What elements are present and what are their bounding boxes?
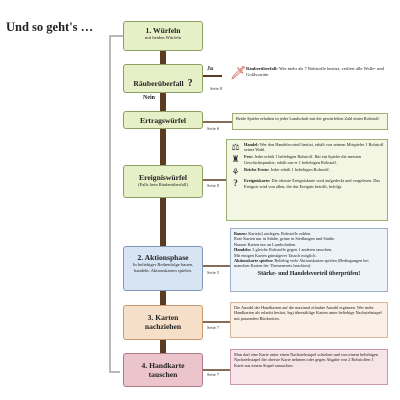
ertrag-info: Beide Spieler erhalten in jeder Landscha… <box>232 113 388 130</box>
step-title: Ertragswürfel <box>140 116 186 125</box>
loop-arrow <box>109 35 123 373</box>
aktion-line: Rote Karten nur in Städte, grüne in Sied… <box>234 236 336 242</box>
event-bold: Reiche Ernte: <box>244 166 270 172</box>
page-ref: Seite 8 <box>207 183 220 188</box>
event-bold: Fest: <box>244 154 254 160</box>
ereignis-info: ⚖ Handel: Wer den Handelsvorteil besitzt… <box>226 139 388 221</box>
event-row-ereigniskarte: ? Ereigniskarte: Die oberste Ereigniskar… <box>230 178 384 189</box>
step-karten-nachziehen: 3. Karten nachziehen <box>123 305 203 340</box>
page-ref: Seite 6 <box>207 126 220 131</box>
aktion-line: Handeln: 3 gleiche Rohstoffe gegen 1 and… <box>234 247 333 253</box>
page-ref: Seite 8 <box>210 86 223 91</box>
step-title: 2. Aktionsphase <box>137 253 189 262</box>
aktion-footer: Stärke- und Handelsvorteil überprüfen! <box>257 270 361 277</box>
step-subtitle: mit beiden Würfeln <box>145 35 181 40</box>
event-bold: Ereigniskarte: <box>244 178 271 184</box>
page-ref: Seite 7 <box>207 372 220 377</box>
aktion-info: Bauen: Karte(n) auslegen, Rohstoffe zahl… <box>230 228 388 292</box>
step-title: Räuberüberfall <box>133 79 184 88</box>
aktion-line: Braune Karten nur an Landschaften. <box>234 241 297 247</box>
event-text: Jeder erhält 1 beliebigen Rohstoff. <box>269 166 330 172</box>
info-text: Wer mehr als 7 Rohstoffe besitzt, verlie… <box>246 66 384 77</box>
no-label: Nein <box>143 95 155 101</box>
step-title: 4. Handkarte tauschen <box>141 361 185 379</box>
scale-icon: ⚖ <box>231 142 240 152</box>
wheat-icon: ⚘ <box>231 166 240 177</box>
event-row-ernte: ⚘ Reiche Ernte: Jeder erhält 1 beliebige… <box>230 167 384 177</box>
step-handkarte-tauschen: 4. Handkarte tauschen <box>123 353 203 387</box>
karten-info: Die Anzahl der Handkarten auf die maxima… <box>230 302 388 338</box>
step-title: 3. Karten nachziehen <box>144 313 182 331</box>
page-ref: Seite 5 <box>207 270 220 275</box>
aktion-line: Bauen: Karte(n) auslegen, Rohstoffe zahl… <box>234 231 312 236</box>
event-text: Jeder erhält 1 beliebigen Rohstoff. Hat … <box>244 154 361 165</box>
step-ereigniswuerfel: Ereigniswürfel (Falls kein Räuberüberfal… <box>123 165 203 198</box>
step-aktionsphase: 2. Aktionsphase In beliebiger Reihenfolg… <box>123 246 203 291</box>
event-bold: Handel: <box>244 142 259 147</box>
page-ref: Seite 7 <box>207 325 220 330</box>
step-ertragswuerfel: Ertragswürfel <box>123 111 203 129</box>
robber-icon: 🗡 <box>230 65 247 80</box>
step-title: 1. Würfeln <box>145 26 181 35</box>
step-wuerfeln: 1. Würfeln mit beiden Würfeln <box>123 21 203 51</box>
aktion-line: Mit einigen Karten günstigerer Tausch mö… <box>234 252 317 258</box>
tower-icon: ♜ <box>231 154 240 165</box>
event-row-handel: ⚖ Handel: Wer den Handelsvorteil besitzt… <box>230 142 384 153</box>
tauschen-info: Man darf eine Karte unter einen Nachzieh… <box>230 349 388 385</box>
step-raeuberueberfall: Räuberüberfall ? <box>123 64 203 93</box>
page-title: Und so geht's … <box>6 20 94 34</box>
question-mark: ? <box>187 78 193 89</box>
info-bold: Räuberüberfall: <box>246 66 278 71</box>
step-title: Ereigniswürfel <box>139 173 187 182</box>
question-icon: ? <box>233 178 238 189</box>
step-subtitle: In beliebiger Reihenfolge bauen, handeln… <box>132 262 194 273</box>
yes-label: Ja <box>207 66 213 72</box>
aktion-line: Aktionskarte spielen: Beliebig viele Akt… <box>234 258 369 269</box>
event-text: Die oberste Ereigniskarte wird aufgedeck… <box>244 178 380 189</box>
step-subtitle: (Falls kein Räuberüberfall) <box>138 182 188 187</box>
event-row-fest: ♜ Fest: Jeder erhält 1 beliebigen Rohsto… <box>230 154 384 165</box>
raeuber-info: Räuberüberfall: Wer mehr als 7 Rohstoffe… <box>246 66 396 78</box>
event-text: Wer den Handelsvorteil besitzt, erhält v… <box>244 142 384 153</box>
